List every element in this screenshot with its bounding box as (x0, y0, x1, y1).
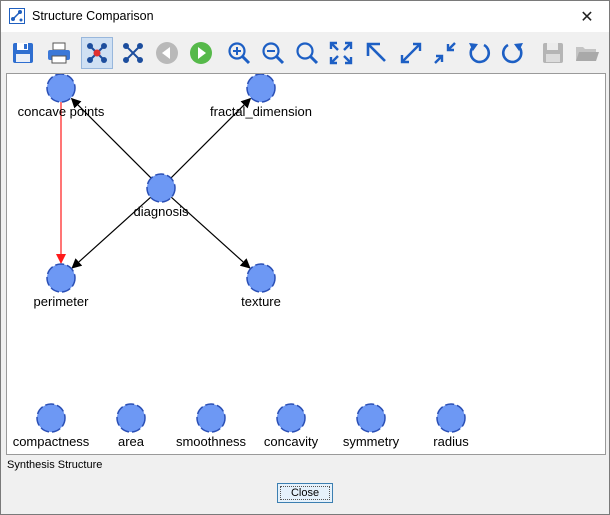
fit-to-window-icon (329, 41, 353, 65)
fit-to-window-button[interactable] (325, 37, 357, 69)
zoom-reset-button[interactable] (291, 37, 323, 69)
graph-canvas[interactable]: concave points fractal_dimension diagnosis… (6, 73, 606, 455)
node-circle[interactable] (46, 74, 76, 103)
print-button[interactable] (43, 37, 75, 69)
back-button[interactable] (151, 37, 183, 69)
node-circle[interactable] (116, 403, 146, 433)
edge-diagnosis-to-perimeter[interactable] (71, 196, 151, 269)
node-fractal_dimension[interactable]: fractal_dimension (210, 74, 312, 119)
edge-diagnosis-to-concave_points[interactable] (70, 97, 152, 179)
forward-icon (190, 42, 212, 64)
node-circle[interactable] (276, 403, 306, 433)
structure-label: Synthesis Structure (7, 459, 103, 471)
node-texture[interactable]: texture (241, 263, 281, 309)
zoom-out-button[interactable] (257, 37, 289, 69)
node-label: concave points (18, 104, 105, 119)
print-icon (48, 42, 70, 64)
back-icon (156, 42, 178, 64)
node-label: diagnosis (134, 204, 189, 219)
node-label: perimeter (34, 294, 90, 309)
title-bar: Structure Comparison ✕ (1, 1, 609, 32)
save-disabled-button[interactable] (537, 37, 569, 69)
rotate-left-button[interactable] (463, 37, 495, 69)
save-disabled-icon (543, 43, 563, 63)
toolbar (5, 37, 605, 71)
node-perimeter[interactable]: perimeter (34, 263, 90, 309)
forward-button[interactable] (185, 37, 217, 69)
rotate-right-icon (501, 43, 523, 64)
zoom-out-icon (262, 42, 285, 65)
zoom-in-icon (228, 42, 251, 65)
node-label: concavity (264, 434, 319, 449)
edge-diagnosis-to-texture[interactable] (171, 196, 251, 269)
expand-button[interactable] (395, 37, 427, 69)
node-circle[interactable] (246, 74, 276, 103)
node-circle[interactable] (46, 263, 76, 293)
node-circle[interactable] (36, 403, 66, 433)
node-circle[interactable] (196, 403, 226, 433)
edge-diagnosis-to-fractal_dimension[interactable] (170, 97, 252, 179)
node-label: symmetry (343, 434, 400, 449)
node-circle[interactable] (436, 403, 466, 433)
rotate-right-button[interactable] (497, 37, 529, 69)
node-label: compactness (13, 434, 90, 449)
save-button[interactable] (7, 37, 39, 69)
node-concave_points[interactable]: concave points (18, 74, 105, 119)
network-icon (123, 43, 143, 63)
select-nodes-button[interactable] (81, 37, 113, 69)
open-folder-disabled-button[interactable] (571, 37, 603, 69)
node-compactness[interactable]: compactness (13, 403, 90, 449)
node-symmetry[interactable]: symmetry (343, 403, 400, 449)
contract-icon (434, 42, 456, 64)
window-close-button[interactable]: ✕ (580, 8, 594, 26)
zoom-reset-icon (296, 42, 319, 65)
zoom-in-button[interactable] (223, 37, 255, 69)
node-circle[interactable] (146, 173, 176, 203)
close-button[interactable]: Close (277, 483, 333, 503)
node-label: fractal_dimension (210, 104, 312, 119)
select-nodes-icon (87, 43, 107, 63)
graph-svg[interactable]: concave points fractal_dimension diagnosis… (7, 74, 605, 454)
save-icon (13, 43, 33, 63)
app-icon (9, 8, 25, 24)
node-label: area (118, 434, 145, 449)
node-label: radius (433, 434, 469, 449)
node-smoothness[interactable]: smoothness (176, 403, 247, 449)
node-circle[interactable] (356, 403, 386, 433)
node-circle[interactable] (246, 263, 276, 293)
node-area[interactable]: area (116, 403, 146, 449)
node-diagnosis[interactable]: diagnosis (134, 173, 189, 219)
open-folder-disabled-icon (576, 47, 599, 61)
expand-icon (400, 42, 422, 64)
node-label: smoothness (176, 434, 247, 449)
window-title: Structure Comparison (32, 9, 154, 23)
node-radius[interactable]: radius (433, 403, 469, 449)
move-top-left-icon (366, 42, 386, 62)
network-button[interactable] (117, 37, 149, 69)
move-top-left-button[interactable] (361, 37, 393, 69)
rotate-left-icon (469, 43, 491, 64)
node-concavity[interactable]: concavity (264, 403, 319, 449)
contract-button[interactable] (429, 37, 461, 69)
node-label: texture (241, 294, 281, 309)
